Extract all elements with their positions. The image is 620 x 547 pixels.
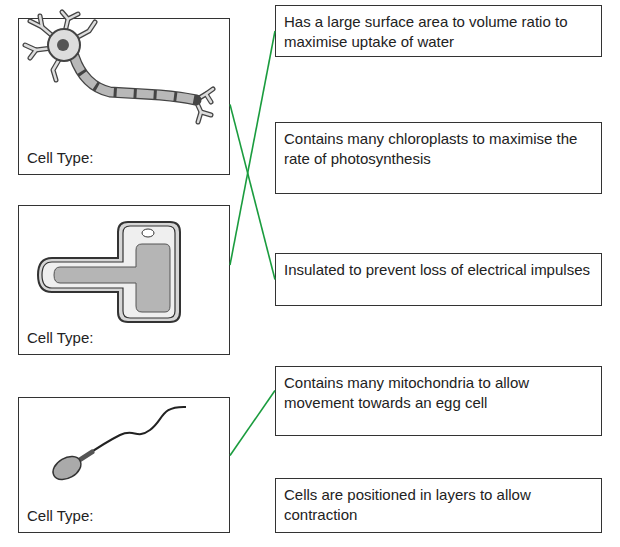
matching-line [230,391,275,456]
line-segment [230,391,275,456]
description-text: Contains many mitochondria to allow move… [276,367,601,413]
cell-type-label: Cell Type: [27,148,93,168]
description-text: Insulated to prevent loss of electrical … [276,254,601,280]
line-segment [230,104,275,279]
sperm-cell-illustration [49,407,186,484]
description-box: Contains many mitochondria to allow move… [275,366,602,436]
cell-box: Cell Type: [18,18,230,175]
neuron-illustration [25,12,213,122]
matching-line [230,104,275,279]
cell-type-label: Cell Type: [27,506,93,526]
cell-type-label: Cell Type: [27,328,93,348]
description-text: Contains many chloroplasts to maximise t… [276,123,601,169]
cell-box: Cell Type: [18,397,230,533]
matching-line [230,31,275,265]
description-text: Cells are positioned in layers to allow … [276,479,601,525]
description-box: Has a large surface area to volume ratio… [275,5,602,57]
line-segment [230,31,275,265]
root-hair-cell-illustration [38,222,180,322]
description-box: Insulated to prevent loss of electrical … [275,253,602,306]
description-text: Has a large surface area to volume ratio… [276,6,601,52]
cell-box: Cell Type: [18,205,230,355]
description-box: Cells are positioned in layers to allow … [275,478,602,533]
description-box: Contains many chloroplasts to maximise t… [275,122,602,194]
